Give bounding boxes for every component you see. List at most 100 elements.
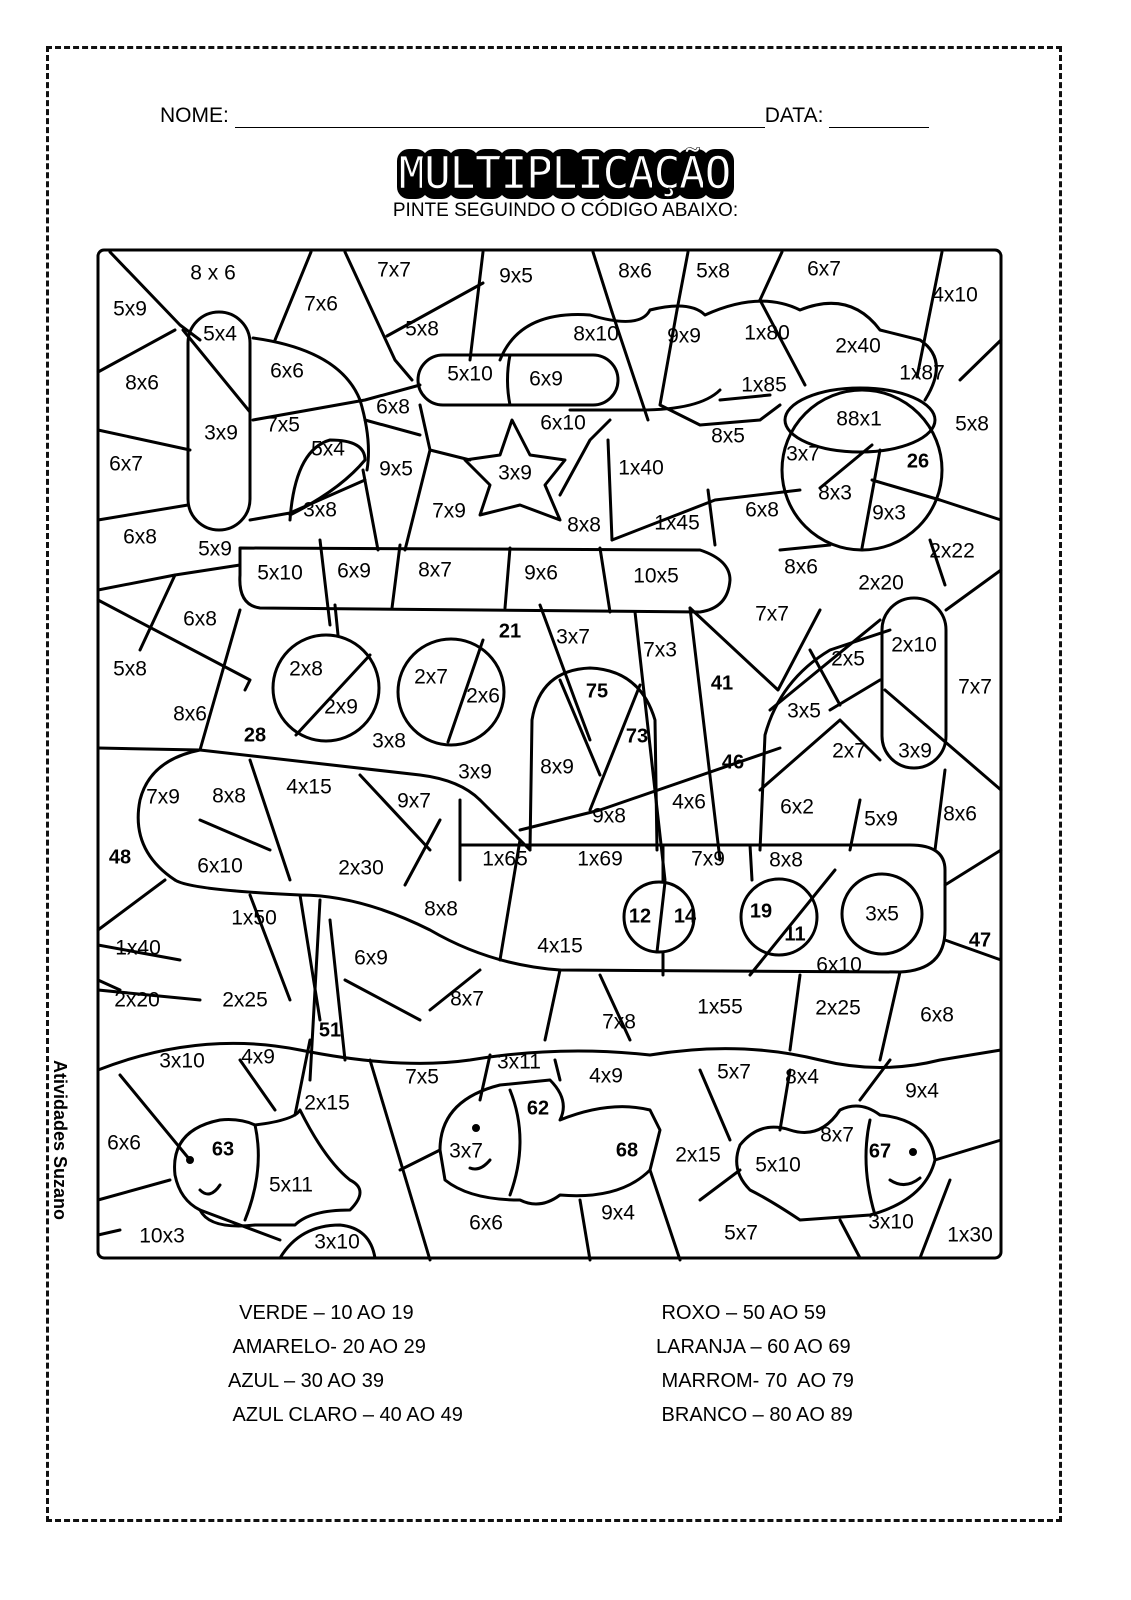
region-label[interactable]: 88x1 [836,408,882,431]
region-label[interactable]: 2x15 [304,1092,350,1115]
region-label[interactable]: 8x8 [212,785,246,808]
region-label[interactable]: 2x25 [222,989,268,1012]
region-label[interactable]: 2x5 [831,648,865,671]
region-label[interactable]: 51 [319,1019,341,1041]
region-label[interactable]: 3x5 [865,903,899,926]
region-label[interactable]: 9x4 [601,1202,635,1225]
region-label[interactable]: 47 [969,929,991,951]
region-label[interactable]: 3x5 [787,700,821,723]
region-label[interactable]: 3x10 [868,1211,914,1234]
region-label[interactable]: 3x10 [159,1050,205,1073]
region-label[interactable]: 8x6 [125,372,159,395]
region-label[interactable]: 19 [750,900,772,922]
region-label[interactable]: 2x7 [414,666,448,689]
region-label[interactable]: 21 [499,620,521,642]
region-label[interactable]: 5x9 [864,808,898,831]
region-label[interactable]: 1x50 [231,907,277,930]
region-label[interactable]: 9x5 [499,265,533,288]
date-field[interactable] [829,107,930,128]
region-label[interactable]: 5x10 [257,562,303,585]
region-label[interactable]: 5x7 [724,1222,758,1245]
region-label[interactable]: 4x15 [286,776,332,799]
region-label[interactable]: 2x40 [835,335,881,358]
region-label[interactable]: 7x7 [958,676,992,699]
region-label[interactable]: 6x2 [780,796,814,819]
region-label[interactable]: 1x45 [654,512,700,535]
region-label[interactable]: 6x6 [469,1212,503,1235]
region-label[interactable]: 6x10 [816,954,862,977]
region-label[interactable]: 62 [527,1097,549,1119]
region-label[interactable]: 6x10 [197,855,243,878]
region-label[interactable]: 46 [722,751,744,773]
region-label[interactable]: 3x7 [449,1140,483,1163]
region-label[interactable]: 8x8 [769,849,803,872]
region-label[interactable]: 9x9 [667,325,701,348]
region-label[interactable]: 7x5 [266,414,300,437]
region-label[interactable]: 3x10 [314,1231,360,1254]
region-label[interactable]: 67 [869,1140,891,1162]
region-label[interactable]: 2x15 [675,1144,721,1167]
region-label[interactable]: 7x3 [643,639,677,662]
name-field[interactable] [234,107,765,128]
region-label[interactable]: 4x6 [672,791,706,814]
region-label[interactable]: 6x10 [540,412,586,435]
region-label[interactable]: 6x6 [270,360,304,383]
region-label[interactable]: 8x3 [818,482,852,505]
region-label[interactable]: 5x10 [447,363,493,386]
region-label[interactable]: 9x5 [379,458,413,481]
region-label[interactable]: 9x8 [592,805,626,828]
region-label[interactable]: 63 [212,1138,234,1160]
region-label[interactable]: 28 [244,724,266,746]
region-label[interactable]: 6x8 [376,396,410,419]
region-label[interactable]: 7x9 [432,500,466,523]
region-label[interactable]: 8x7 [418,559,452,582]
region-label[interactable]: 2x8 [289,658,323,681]
region-label[interactable]: 2x22 [929,540,975,563]
region-label[interactable]: 5x9 [198,538,232,561]
region-label[interactable]: 2x25 [815,997,861,1020]
region-label[interactable]: 26 [907,450,929,472]
region-label[interactable]: 5x7 [717,1061,751,1084]
region-label[interactable]: 2x30 [338,857,384,880]
region-label[interactable]: 5x8 [405,318,439,341]
region-label[interactable]: 7x9 [146,786,180,809]
region-label[interactable]: 5x8 [113,658,147,681]
region-label[interactable]: 8x5 [711,425,745,448]
region-label[interactable]: 5x11 [269,1174,313,1197]
region-label[interactable]: 2x20 [114,989,160,1012]
region-label[interactable]: 1x85 [741,374,787,397]
region-label[interactable]: 5x4 [203,323,237,346]
region-label[interactable]: 7x7 [755,603,789,626]
region-label[interactable]: 1x30 [947,1224,993,1247]
region-label[interactable]: 6x8 [183,608,217,631]
region-label[interactable]: 73 [626,725,648,747]
region-label[interactable]: 8x7 [820,1124,854,1147]
region-label[interactable]: 8x10 [573,323,619,346]
region-label[interactable]: 41 [711,672,733,694]
region-label[interactable]: 6x8 [920,1004,954,1027]
region-label[interactable]: 3x9 [204,422,238,445]
region-label[interactable]: 8x8 [424,898,458,921]
region-label[interactable]: 1x87 [899,362,945,385]
region-label[interactable]: 3x7 [786,443,820,466]
region-label[interactable]: 3x9 [458,761,492,784]
region-label[interactable]: 8x6 [173,703,207,726]
region-label[interactable]: 48 [109,846,131,868]
region-label[interactable]: 6x7 [109,453,143,476]
region-label[interactable]: 3x11 [497,1051,541,1074]
region-label[interactable]: 3x9 [498,462,532,485]
region-label[interactable]: 6x9 [354,947,388,970]
region-label[interactable]: 1x55 [697,996,743,1019]
region-label[interactable]: 68 [616,1139,638,1161]
region-label[interactable]: 9x7 [397,790,431,813]
region-label[interactable]: 6x6 [107,1132,141,1155]
region-label[interactable]: 1x80 [744,322,790,345]
region-label[interactable]: 3x8 [372,730,406,753]
region-label[interactable]: 5x4 [311,438,345,461]
region-label[interactable]: 1x40 [618,457,664,480]
region-label[interactable]: 8x6 [784,556,818,579]
region-label[interactable]: 8x8 [567,514,601,537]
region-label[interactable]: 4x9 [589,1065,623,1088]
region-label[interactable]: 9x4 [905,1080,939,1103]
region-label[interactable]: 8x4 [785,1066,819,1089]
